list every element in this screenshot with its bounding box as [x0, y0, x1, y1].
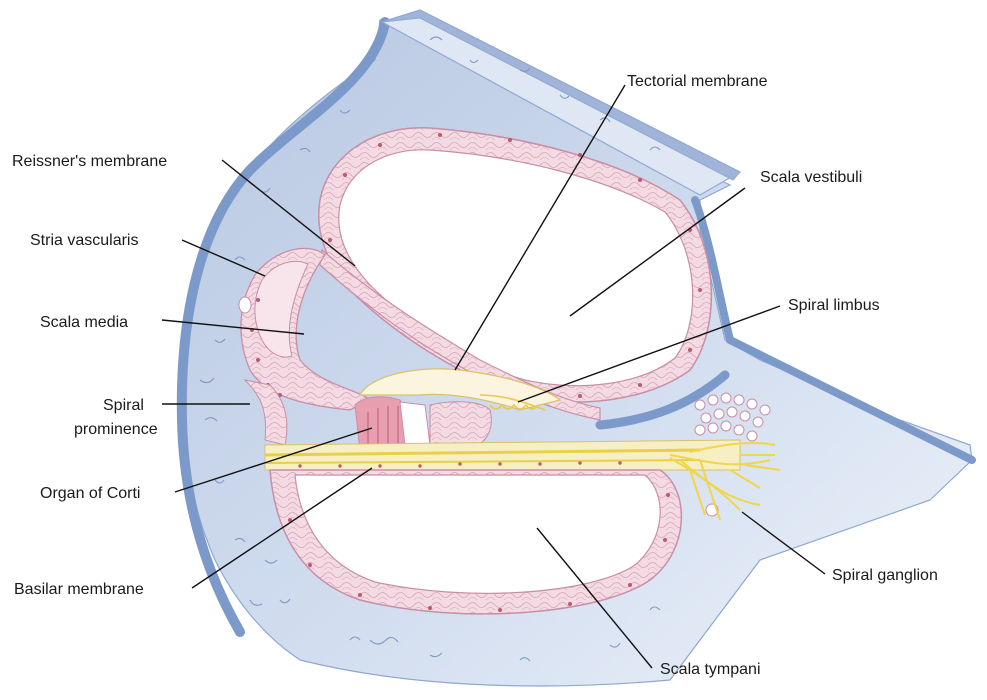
label-reissners-membrane: Reissner's membrane: [12, 153, 167, 170]
label-spiral-limbus: Spiral limbus: [788, 297, 880, 314]
label-basilar-membrane: Basilar membrane: [14, 581, 144, 598]
label-spiral-prominence-line1: Spiral: [103, 397, 144, 414]
label-stria-vascularis: Stria vascularis: [30, 232, 138, 249]
label-spiral-ganglion: Spiral ganglion: [832, 567, 938, 584]
label-scala-media: Scala media: [40, 314, 128, 331]
label-scala-tympani: Scala tympani: [660, 661, 761, 678]
label-spiral-prominence-line2: prominence: [74, 421, 158, 438]
label-tectorial-membrane: Tectorial membrane: [627, 73, 768, 90]
label-scala-vestibuli: Scala vestibuli: [760, 169, 862, 186]
label-organ-of-corti: Organ of Corti: [40, 485, 140, 502]
basilar-membrane-lamina: [265, 440, 740, 470]
